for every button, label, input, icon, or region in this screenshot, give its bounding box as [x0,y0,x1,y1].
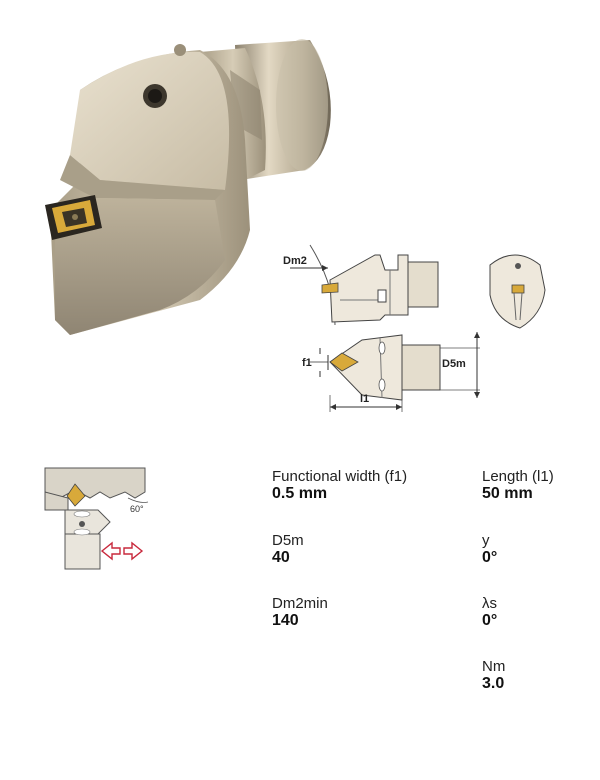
spec-label: y [482,532,490,549]
d5m-label: D5m [442,358,466,370]
spec-value: 0.5 mm [272,485,328,502]
spec-d5m: D5m 40 [272,532,304,567]
spec-length: Length (l1) 50 mm [482,468,554,503]
spec-y: y 0° [482,532,497,567]
side-view [321,254,439,323]
spec-value: 0° [482,549,498,566]
top-view [310,334,441,401]
spec-functional-width: Functional width (f1) 0.5 mm [272,468,407,503]
spec-value: 0° [482,612,498,629]
spec-value: 50 mm [482,485,533,502]
technical-drawing: Dm2 f1 D5m l1 [283,244,546,412]
spec-label: Nm [482,658,506,675]
spec-label: D5m [272,532,304,549]
spec-nm: Nm 3.0 [482,658,505,693]
angle-label: 60° [130,504,144,514]
spec-value: 3.0 [482,675,505,692]
l1-label: l1 [360,393,369,405]
f1-label: f1 [302,357,312,369]
spec-value: 140 [272,612,299,629]
spec-value: 40 [272,549,290,566]
spec-label: Dm2min [272,595,328,612]
end-view [489,254,546,329]
operation-schematic: 60° [44,467,149,570]
spec-label: Functional width (f1) [272,468,408,485]
dm2-label: Dm2 [283,255,307,267]
tool-holder-photo [45,39,331,335]
spec-label: λs [482,595,497,612]
spec-dm2min: Dm2min 140 [272,595,328,630]
double-arrow-icon [100,541,144,561]
spec-lambda-s: λs 0° [482,595,497,630]
spec-label: Length (l1) [482,468,554,485]
